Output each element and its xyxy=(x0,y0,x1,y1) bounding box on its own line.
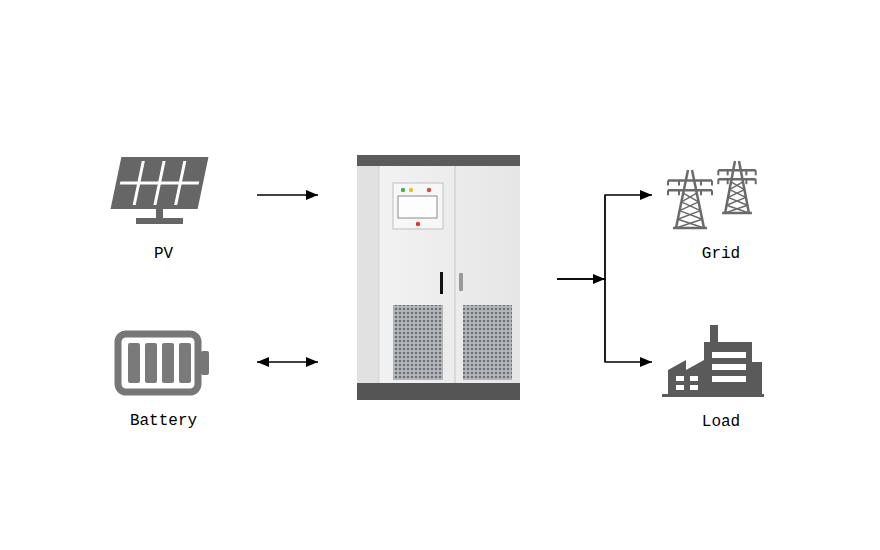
node-label: PV xyxy=(70,244,257,264)
flow-arrow xyxy=(257,194,318,195)
node-label: Grid xyxy=(652,244,790,264)
grid-node: Grid xyxy=(652,155,790,265)
cabinet-node xyxy=(318,155,557,400)
flow-arrow xyxy=(557,279,652,362)
cabinet-icon xyxy=(318,155,557,400)
battery-node: Battery xyxy=(70,322,257,432)
node-label: Load xyxy=(652,412,790,432)
flow-arrow xyxy=(557,195,652,279)
node-label: Battery xyxy=(70,411,257,431)
load-node: Load xyxy=(652,322,790,432)
flow-arrow xyxy=(257,361,318,362)
pv-node: PV xyxy=(70,155,257,265)
